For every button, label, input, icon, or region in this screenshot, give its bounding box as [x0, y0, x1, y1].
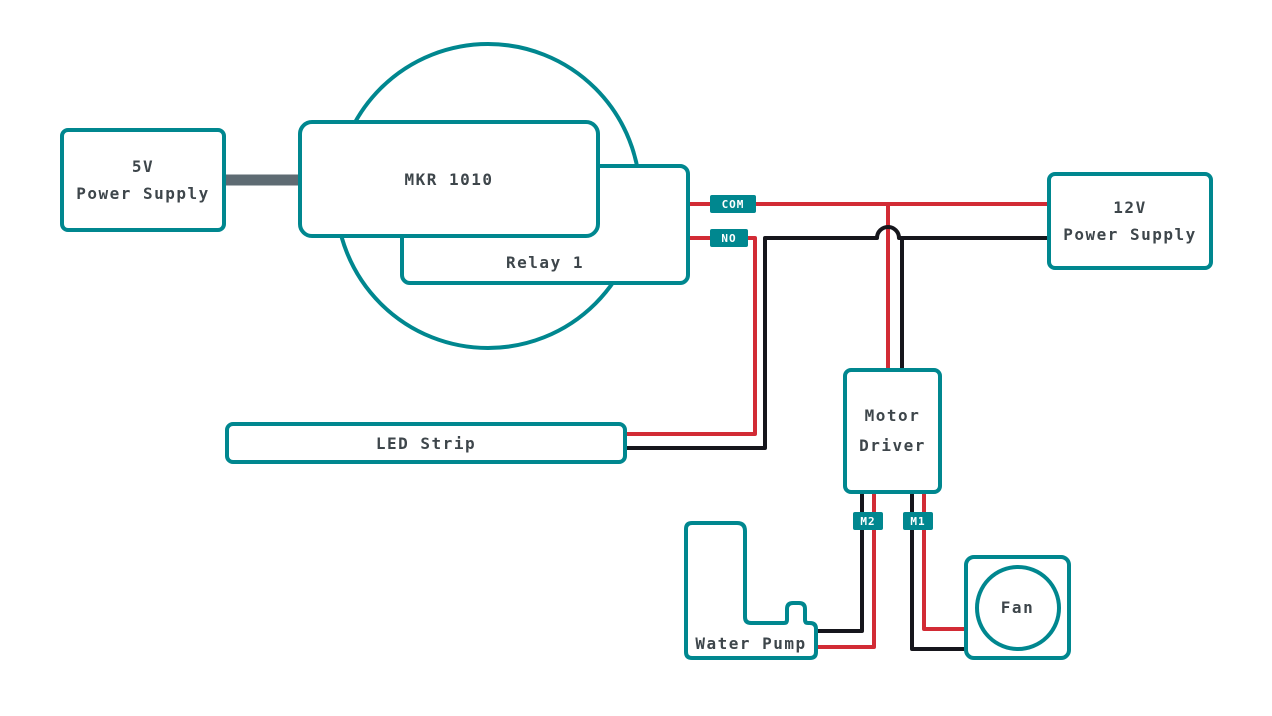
- led-strip-label: LED Strip: [375, 433, 477, 453]
- wire-m2-red-to-pump: [818, 492, 876, 649]
- motor-driver-label-line2: Driver: [859, 436, 926, 455]
- power-supply-12v: 12V Power Supply: [1047, 172, 1213, 270]
- power-supply-5v: 5V Power Supply: [60, 128, 226, 232]
- psu12-label-line2: Power Supply: [1063, 225, 1197, 244]
- fan-circle: Fan: [974, 564, 1061, 651]
- pin-badge-no: NO: [710, 229, 748, 247]
- motor-driver-label-line1: Motor: [864, 406, 921, 425]
- led-strip: LED Strip: [225, 422, 627, 464]
- relay-label: Relay 1: [506, 253, 584, 272]
- pin-badge-com: COM: [710, 195, 756, 213]
- wire-m2-black-to-pump: [818, 492, 864, 633]
- psu12-label-line1: 12V: [1113, 198, 1147, 217]
- water-pump-label: Water Pump: [695, 634, 807, 653]
- psu5-label-line2: Power Supply: [76, 184, 210, 203]
- water-pump-shape: [684, 521, 818, 660]
- wire-12v-negative-to-led-strip: [627, 225, 1047, 450]
- pin-badge-m1: M1: [903, 512, 933, 530]
- fan-label: Fan: [1000, 598, 1035, 617]
- wire-m1-black-to-fan: [910, 492, 966, 651]
- mkr-label: MKR 1010: [404, 169, 494, 189]
- fan: Fan: [964, 555, 1071, 660]
- psu5-label-line1: 5V: [131, 157, 155, 176]
- mkr-1010-board: MKR 1010: [298, 120, 600, 238]
- motor-driver: Motor Driver: [843, 368, 942, 494]
- pin-badge-m2: M2: [853, 512, 883, 530]
- wire-m1-red-to-fan: [922, 492, 966, 631]
